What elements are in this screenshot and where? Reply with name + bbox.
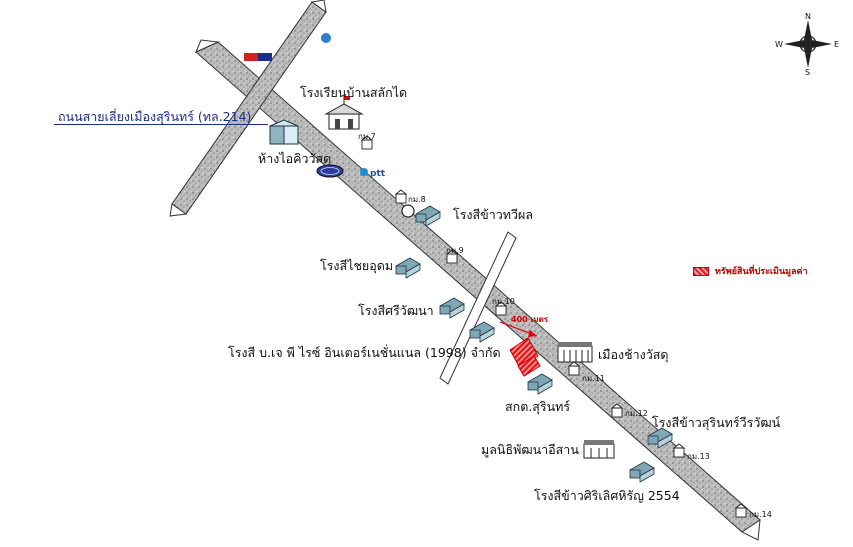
place-school: โรงเรียนบ้านสลักได bbox=[300, 85, 408, 100]
place-iq-store: ห้างไอคิววัสดุ bbox=[258, 151, 332, 166]
place-mill-surin-wirawat: โรงสีข้าวสุรินทร์วีรวัฒน์ bbox=[652, 415, 781, 430]
legend: ทรัพย์สินที่ประเมินมูลค่า bbox=[693, 264, 808, 278]
landmark-circle bbox=[401, 204, 415, 218]
svg-text:ptt: ptt bbox=[370, 169, 386, 179]
side-road bbox=[439, 231, 517, 385]
km-post-7: กม.7 bbox=[358, 132, 376, 141]
compass-w: W bbox=[775, 40, 783, 49]
bank-logo-icon bbox=[244, 53, 272, 61]
compass-e: E bbox=[834, 40, 840, 49]
place-mill-sriwatthana: โรงสีศรีวัฒนา bbox=[358, 303, 434, 318]
ptt-logo-icon: ptt bbox=[360, 168, 386, 179]
km-post-14: กม.14 bbox=[749, 510, 772, 519]
km-post-9: กม.9 bbox=[446, 246, 464, 255]
legend-swatch bbox=[693, 266, 709, 276]
place-sakon: สกต.สุรินทร์ bbox=[505, 399, 571, 414]
factory-icon bbox=[395, 205, 673, 483]
place-foundation: มูลนิธิพัฒนาอีสาน bbox=[481, 442, 579, 457]
legend-label: ทรัพย์สินที่ประเมินมูลค่า bbox=[715, 267, 808, 277]
office-building-icon bbox=[268, 119, 300, 145]
warehouse-icon bbox=[557, 342, 593, 363]
distance-arrow bbox=[499, 321, 538, 337]
scg-logo-icon bbox=[321, 33, 331, 43]
km-post-13: กม.13 bbox=[687, 452, 710, 461]
place-mill-sirilert: โรงสีข้าวศิริเลิศหิรัญ 2554 bbox=[534, 488, 680, 503]
place-mill-thawiphon: โรงสีข้าวทวีผล bbox=[453, 207, 533, 222]
place-mill-chaiudom: โรงสีไชยอุดม bbox=[320, 258, 394, 273]
main-highway bbox=[195, 39, 761, 541]
km-post-10: กม.10 bbox=[492, 297, 515, 306]
km-post-11: กม.11 bbox=[582, 374, 605, 383]
foundation-building-icon bbox=[583, 440, 615, 459]
compass-n: N bbox=[805, 12, 811, 21]
km-post-8: กม.8 bbox=[408, 195, 426, 204]
place-mueang-chang: เมืองช้างวัสดุ bbox=[598, 347, 669, 362]
km-post-12: กม.12 bbox=[625, 409, 648, 418]
bypass-road-label: ถนนสายเลี่ยงเมืองสุรินทร์ (ทล.214) bbox=[58, 109, 252, 124]
distance-note: 400 เมตร bbox=[511, 315, 548, 324]
appraised-property bbox=[509, 337, 541, 377]
compass-s: S bbox=[805, 68, 811, 77]
bypass-road-underline bbox=[54, 124, 268, 125]
compass-rose-icon bbox=[784, 20, 832, 68]
place-mill-bj: โรงสี บ.เจ พี ไรซ์ อินเตอร์เนชั่นแนล (19… bbox=[228, 345, 501, 360]
kilometer-post-icon bbox=[360, 135, 748, 518]
bypass-crossroad bbox=[169, 0, 327, 217]
ford-logo-icon bbox=[316, 164, 344, 178]
school-icon bbox=[324, 96, 364, 130]
